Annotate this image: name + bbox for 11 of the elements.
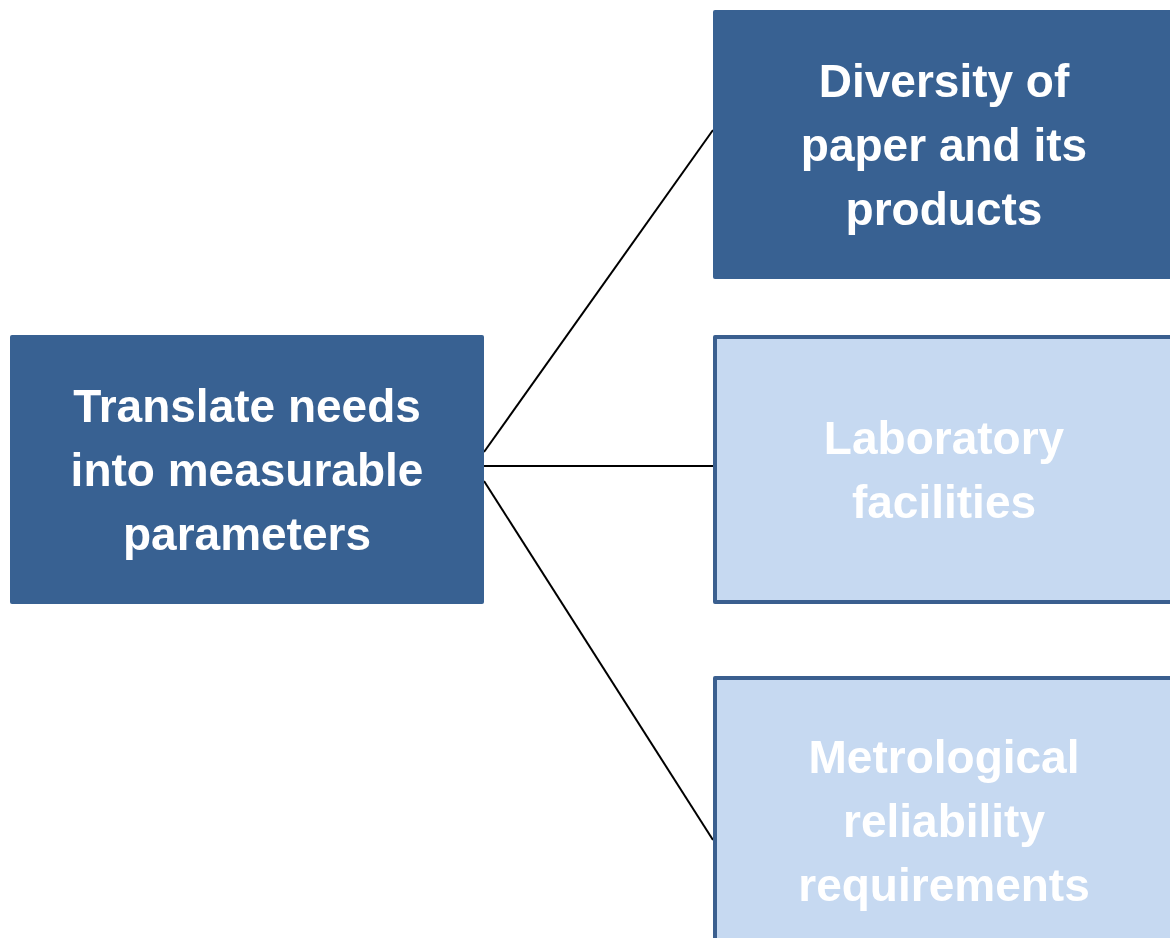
box-label: Metrological reliability requirements	[797, 730, 1091, 913]
box-label: Diversity of paper and its products	[799, 53, 1089, 237]
process-box	[10, 335, 484, 604]
connector-line	[483, 465, 714, 467]
box-label: Laboratory facilities	[822, 410, 1066, 530]
process-box	[713, 676, 1170, 938]
process-box	[713, 335, 1170, 604]
process-box	[713, 10, 1170, 279]
box-label: Translate needs into measurable parameters	[69, 378, 425, 562]
connector-line	[483, 480, 714, 841]
connector-line	[483, 129, 714, 453]
